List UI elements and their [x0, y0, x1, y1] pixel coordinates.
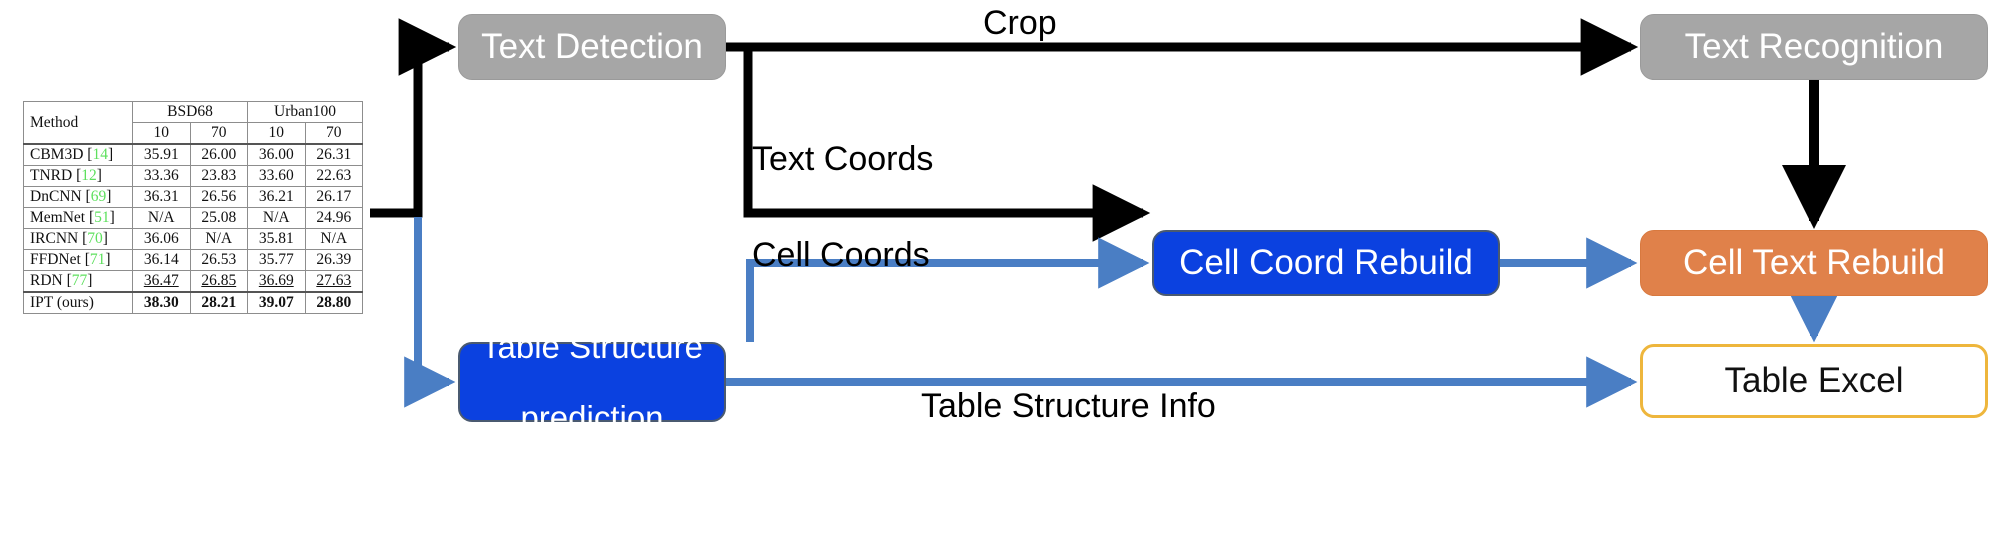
table-cell-reference: 12	[81, 167, 97, 184]
results-table-head: Method BSD68 Urban100 10 70 10 70	[23, 101, 363, 145]
edge-cell-coords	[746, 237, 1150, 342]
table-cell-value: 36.14	[132, 249, 191, 271]
node-table-excel[interactable]: Table Excel	[1640, 344, 1988, 418]
table-cell-value: 36.00	[247, 143, 306, 166]
node-cell-coord-rebuild-label: Cell Coord Rebuild	[1179, 243, 1473, 283]
table-cell-value: 26.85	[189, 270, 248, 293]
table-cell-value: 38.30	[132, 291, 191, 314]
node-text-recognition-label: Text Recognition	[1684, 27, 1944, 67]
table-cell-reference: 77	[71, 272, 88, 289]
table-cell-value: 26.17	[304, 186, 363, 208]
table-cell-reference: 70	[87, 230, 103, 247]
table-cell-value: 36.06	[132, 228, 191, 250]
col-subheader-urban100-70: 70	[304, 122, 363, 145]
node-cell-text-rebuild[interactable]: Cell Text Rebuild	[1640, 230, 1988, 296]
node-table-structure-prediction-label: Table Structure prediction	[468, 327, 716, 436]
table-cell-value: 28.21	[189, 291, 248, 314]
col-header-bsd68: BSD68	[132, 101, 248, 123]
table-cell-value: 26.56	[189, 186, 248, 208]
node-cell-coord-rebuild[interactable]: Cell Coord Rebuild	[1152, 230, 1500, 296]
node-text-recognition[interactable]: Text Recognition	[1640, 14, 1988, 80]
edge-label-text-coords: Text Coords	[752, 140, 934, 178]
node-text-detection[interactable]: Text Detection	[458, 14, 726, 80]
table-cell-value: 26.00	[189, 143, 248, 166]
table-cell-value: 36.47	[132, 270, 191, 293]
node-table-excel-label: Table Excel	[1724, 361, 1904, 401]
table-cell-method: IRCNN [70]	[23, 228, 133, 250]
table-cell-value: 39.07	[247, 291, 306, 314]
table-cell-method: DnCNN [69]	[23, 186, 133, 208]
table-header-row-groups: Method BSD68 Urban100	[23, 101, 363, 145]
table-cell-value: 28.80	[304, 291, 363, 314]
edge-label-cell-coords: Cell Coords	[752, 236, 930, 274]
node-text-detection-label: Text Detection	[481, 27, 703, 67]
edge-text-coords	[743, 47, 1151, 242]
table-cell-value: 24.96	[304, 207, 363, 229]
table-cell-value: 26.53	[189, 249, 248, 271]
node-cell-text-rebuild-label: Cell Text Rebuild	[1683, 243, 1945, 283]
node-table-structure-line2: prediction	[520, 398, 664, 436]
table-cell-value: N/A	[189, 228, 248, 250]
edge-table-to-text-detection	[370, 18, 457, 218]
table-cell-method: FFDNet [71]	[23, 249, 133, 271]
table-cell-value: N/A	[132, 207, 191, 229]
col-subheader-bsd68-10: 10	[132, 122, 191, 145]
table-cell-value: 36.69	[247, 270, 306, 293]
table-cell-reference: 69	[90, 188, 107, 205]
col-header-method: Method	[23, 101, 133, 145]
table-cell-value: 35.81	[247, 228, 306, 250]
table-cell-value: 35.91	[132, 143, 191, 166]
table-cell-method: IPT (ours)	[23, 291, 133, 314]
table-cell-method: TNRD [12]	[23, 165, 133, 187]
table-cell-value: 35.77	[247, 249, 306, 271]
table-cell-value: 36.31	[132, 186, 191, 208]
table-cell-value: 33.36	[132, 165, 191, 187]
edge-table-to-table-structure	[404, 217, 456, 408]
table-cell-value: 26.39	[304, 249, 363, 271]
col-header-urban100: Urban100	[247, 101, 363, 123]
table-cell-method: CBM3D [14]	[23, 143, 133, 166]
table-cell-reference: 71	[89, 251, 106, 268]
node-table-structure-line1: Table Structure	[481, 327, 703, 365]
table-cell-value: 23.83	[189, 165, 248, 187]
table-cell-value: 33.60	[247, 165, 306, 187]
col-subheader-bsd68-70: 70	[189, 122, 248, 145]
col-subheader-urban100-10: 10	[247, 122, 306, 145]
node-table-structure-prediction[interactable]: Table Structure prediction	[458, 328, 726, 435]
table-cell-value: N/A	[304, 228, 363, 250]
table-cell-reference: 14	[92, 146, 108, 163]
edge-label-table-structure-info: Table Structure Info	[921, 387, 1216, 425]
table-header-row-sub: 10 70 10 70	[24, 122, 363, 145]
table-cell-method: RDN [77]	[23, 270, 133, 293]
table-cell-value: 36.21	[247, 186, 306, 208]
table-cell-value: N/A	[247, 207, 306, 229]
table-cell-value: 25.08	[189, 207, 248, 229]
table-cell-value: 27.63	[304, 270, 363, 293]
results-table-figure: Method BSD68 Urban100 10 70 10 70 CBM3D …	[23, 101, 363, 314]
results-table: Method BSD68 Urban100 10 70 10 70 CBM3D …	[23, 101, 363, 314]
table-cell-reference: 51	[94, 209, 110, 226]
table-cell-value: 22.63	[304, 165, 363, 187]
table-cell-value: 26.31	[304, 143, 363, 166]
table-cell-method: MemNet [51]	[23, 207, 133, 229]
edge-label-crop: Crop	[983, 4, 1057, 42]
